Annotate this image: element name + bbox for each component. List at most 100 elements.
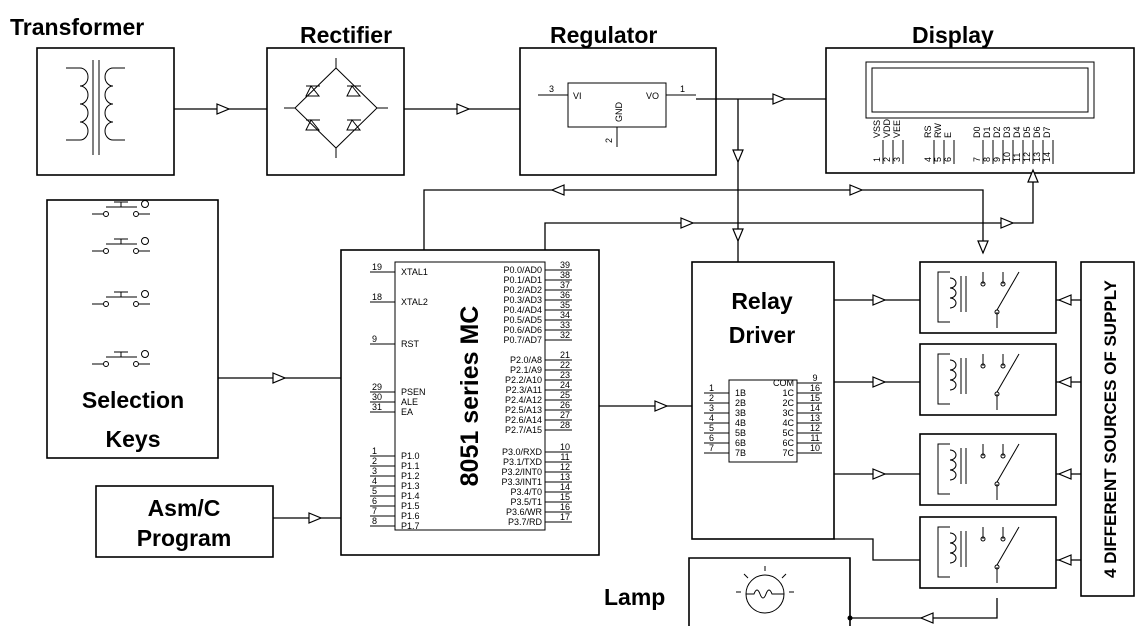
mcu-pin-number: 21 [560, 350, 570, 360]
arrow-left [1057, 294, 1072, 306]
mcu-pin-number: 26 [560, 400, 570, 410]
reg-pin-in: 3 [549, 84, 554, 94]
mcu-pin-number: 3 [372, 466, 377, 476]
display-block: VSS1VDD2VEE3RS4RW5E6D07D18D29D310D411D51… [825, 47, 1135, 174]
mcu-pin-name: P1.7 [401, 521, 420, 531]
mcu-pin-number: 34 [560, 310, 570, 320]
mcu-pin-number: 7 [372, 506, 377, 516]
arrow-left [919, 612, 934, 624]
lcd-pin-number: 8 [982, 157, 992, 162]
program-label-1: Asm/C [148, 495, 221, 521]
arrow-left [550, 184, 565, 196]
mcu-pin-name: P0.1/AD1 [503, 275, 542, 285]
mcu-pin-name: P2.2/A10 [505, 375, 542, 385]
lcd-pin-name: VEE [892, 120, 902, 138]
driver-pin-name: 1C [782, 388, 794, 398]
driver-pin-name: 2B [735, 398, 746, 408]
mcu-pin-name: P1.2 [401, 471, 420, 481]
mcu-pin-name: P3.3/INT1 [501, 477, 542, 487]
relay-frame [919, 516, 1057, 589]
lamp-block: Lamp [604, 557, 851, 626]
driver-pin-name: 3B [735, 408, 746, 418]
driver-pin-name: 7B [735, 448, 746, 458]
transformer-title: Transformer [10, 14, 144, 40]
relay-driver-label-1: Relay [731, 288, 793, 314]
mcu-pin-number: 35 [560, 300, 570, 310]
arrow-right [654, 400, 669, 412]
mcu-pin-name: RST [401, 339, 420, 349]
wires [174, 98, 1081, 621]
selection-keys-label-2: Keys [106, 426, 161, 452]
arrow-right [1000, 217, 1015, 229]
arrow-right [772, 93, 787, 105]
driver-pin-name: 3C [782, 408, 794, 418]
mcu-pin-name: P1.3 [401, 481, 420, 491]
lcd-pin-name: D0 [972, 126, 982, 138]
driver-pin-number: 12 [810, 423, 820, 433]
lcd-pin-number: 9 [992, 157, 1002, 162]
driver-pin-number: 2 [709, 393, 714, 403]
push-buttons [92, 200, 150, 367]
relay-frame [919, 261, 1057, 334]
mcu-pin-number: 4 [372, 476, 377, 486]
lcd-pins: VSS1VDD2VEE3RS4RW5E6D07D18D29D310D411D51… [872, 118, 1054, 164]
driver-pin-number: 7 [709, 443, 714, 453]
mcu-pin-number: 31 [372, 402, 382, 412]
arrow-right [872, 468, 887, 480]
driver-pin-number: 14 [810, 403, 820, 413]
arrow-right [849, 184, 864, 196]
rectifier-block [266, 47, 405, 176]
mcu-pin-number: 16 [560, 502, 570, 512]
lcd-pin-name: VSS [872, 120, 882, 138]
lcd-pin-name: D7 [1042, 126, 1052, 138]
lcd-pin-number: 3 [892, 157, 902, 162]
mcu-pin-number: 8 [372, 516, 377, 526]
mcu-pin-number: 19 [372, 262, 382, 272]
driver-pin-number: 15 [810, 393, 820, 403]
relay-coil-icon [937, 353, 1020, 410]
mcu-pin-name: P3.7/RD [508, 517, 543, 527]
arrow-right [872, 376, 887, 388]
driver-pin-number: 13 [810, 413, 820, 423]
driver-pin-name: 2C [782, 398, 794, 408]
mcu-pin-name: P2.1/A9 [510, 365, 542, 375]
transformer-icon [66, 60, 125, 155]
relays [919, 261, 1057, 589]
lcd-pin-number: 1 [872, 157, 882, 162]
reg-gnd: GND [614, 102, 624, 123]
driver-pin-name: 4C [782, 418, 794, 428]
mcu-pin-number: 28 [560, 420, 570, 430]
mcu-pin-number: 5 [372, 486, 377, 496]
bridge-rectifier-icon [284, 58, 388, 158]
mcu-pin-name: P1.1 [401, 461, 420, 471]
mcu-pin-number: 39 [560, 260, 570, 270]
mcu-pin-name: P0.5/AD5 [503, 315, 542, 325]
mcu-pin-number: 14 [560, 482, 570, 492]
lcd-pin-number: 10 [1002, 152, 1012, 162]
mcu-pin-number: 33 [560, 320, 570, 330]
lcd-pin-number: 2 [882, 157, 892, 162]
lcd-pin-name: RW [933, 123, 943, 138]
mcu-pin-name: P0.3/AD3 [503, 295, 542, 305]
lcd-pin-number: 14 [1042, 152, 1052, 162]
mcu-pin-name: P3.6/WR [506, 507, 543, 517]
driver-pin-name: 5B [735, 428, 746, 438]
mcu-pin-name: P0.6/AD6 [503, 325, 542, 335]
driver-pin-number: 4 [709, 413, 714, 423]
relay-frame [919, 433, 1057, 506]
push-button-icon [92, 237, 150, 254]
arrow-right [216, 103, 231, 115]
driver-pin-name: 6C [782, 438, 794, 448]
mcu-pin-name: XTAL1 [401, 267, 428, 277]
lamp-icon [736, 566, 794, 614]
mcu-chip [394, 261, 546, 531]
lcd-pin-number: 5 [933, 157, 943, 162]
driver-pin-name: 7C [782, 448, 794, 458]
flow-arrows [216, 93, 1072, 624]
lcd-screen [865, 61, 1095, 119]
mcu-pin-name: P2.6/A14 [505, 415, 542, 425]
selection-keys-block: Selection Keys [46, 199, 219, 459]
mcu-pin-number: 23 [560, 370, 570, 380]
arrow-right [680, 217, 695, 229]
